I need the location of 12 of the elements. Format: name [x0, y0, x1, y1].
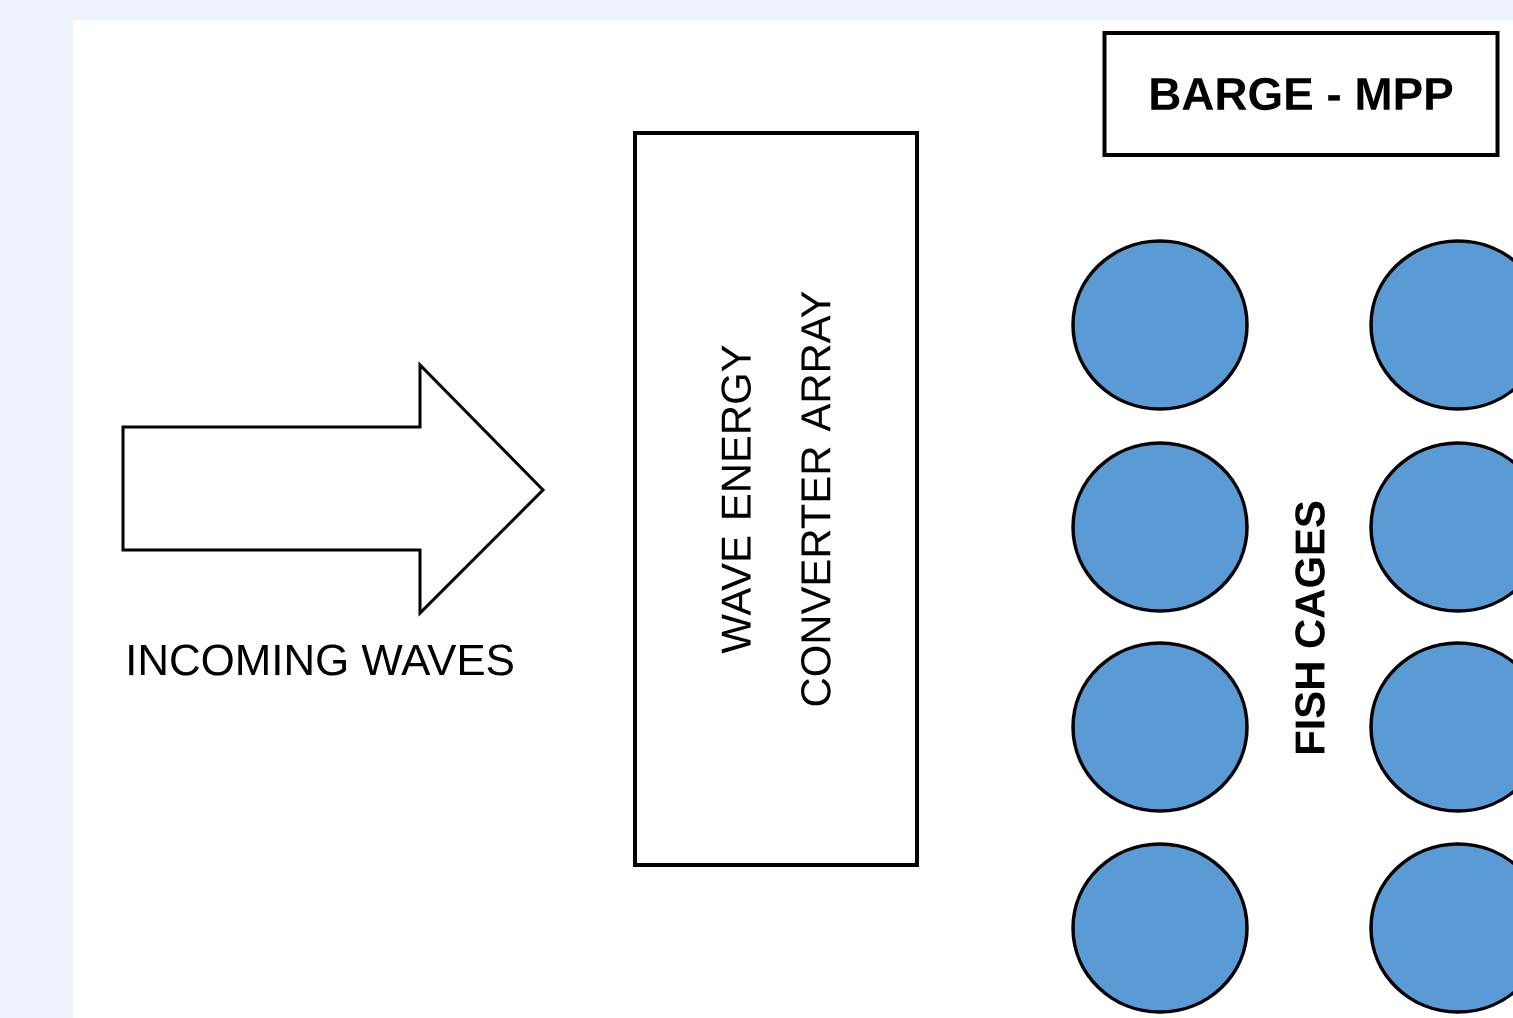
- fish-cage: [1071, 641, 1249, 813]
- fish-cage: [1071, 842, 1249, 1014]
- fish-cage: [1369, 441, 1513, 613]
- process-box: WAVE ENERGY CONVERTER ARRAY: [633, 131, 919, 867]
- fish-cage: [1369, 641, 1513, 813]
- barge-box: BARGE - MPP: [1102, 31, 1500, 157]
- fish-cage: [1071, 441, 1249, 613]
- label: INCOMING WAVES: [129, 644, 513, 676]
- fish-cage: [1369, 239, 1513, 411]
- label: FISH CAGES: [1295, 501, 1325, 754]
- fish-cage: [1071, 239, 1249, 411]
- fish-cage: [1369, 842, 1513, 1014]
